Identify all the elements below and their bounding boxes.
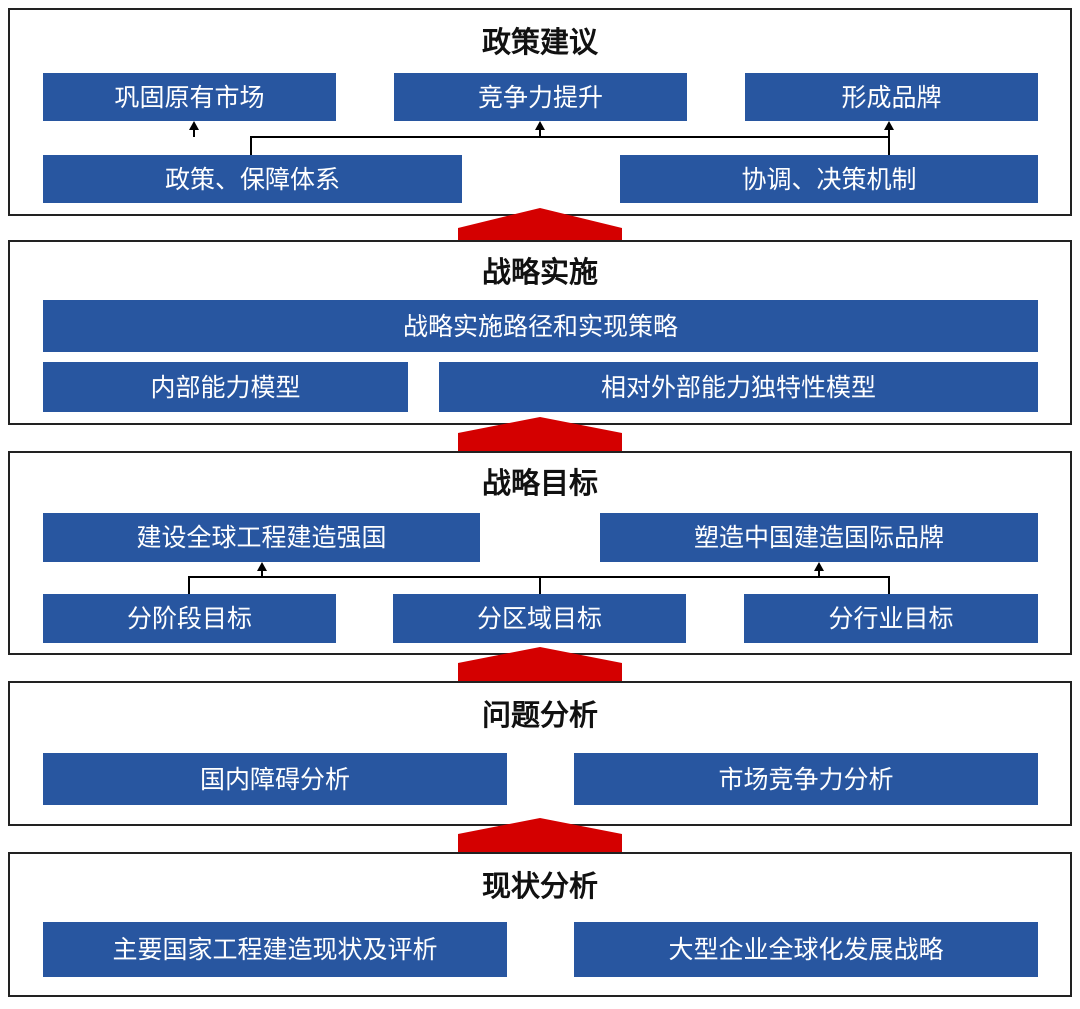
section-goals-title: 战略目标	[481, 466, 598, 500]
box-phased-goals: 分阶段目标	[43, 594, 336, 643]
section-policy-title: 政策建议	[481, 25, 598, 59]
box-market-competitiveness: 市场竞争力分析	[574, 753, 1038, 805]
box-implementation-path: 战略实施路径和实现策略	[43, 300, 1038, 352]
box-brand-formation: 形成品牌	[745, 73, 1038, 121]
box-regional-goals: 分区域目标	[393, 594, 686, 643]
box-industry-goals: 分行业目标	[744, 594, 1038, 643]
box-internal-capability-model: 内部能力模型	[43, 362, 408, 412]
box-major-countries-status: 主要国家工程建造现状及评析	[43, 922, 507, 977]
box-international-brand: 塑造中国建造国际品牌	[600, 513, 1038, 562]
section-status-analysis-title: 现状分析	[481, 869, 598, 903]
box-consolidate-market: 巩固原有市场	[43, 73, 336, 121]
box-policy-guarantee: 政策、保障体系	[43, 155, 462, 203]
box-external-uniqueness-model: 相对外部能力独特性模型	[439, 362, 1038, 412]
box-global-engineering-power: 建设全球工程建造强国	[43, 513, 480, 562]
box-enterprise-globalization: 大型企业全球化发展战略	[574, 922, 1038, 977]
box-coordination-decision: 协调、决策机制	[620, 155, 1038, 203]
section-implementation-title: 战略实施	[481, 255, 598, 289]
box-domestic-barriers: 国内障碍分析	[43, 753, 507, 805]
box-competitiveness: 竞争力提升	[394, 73, 687, 121]
section-problem-analysis-title: 问题分析	[481, 698, 598, 732]
